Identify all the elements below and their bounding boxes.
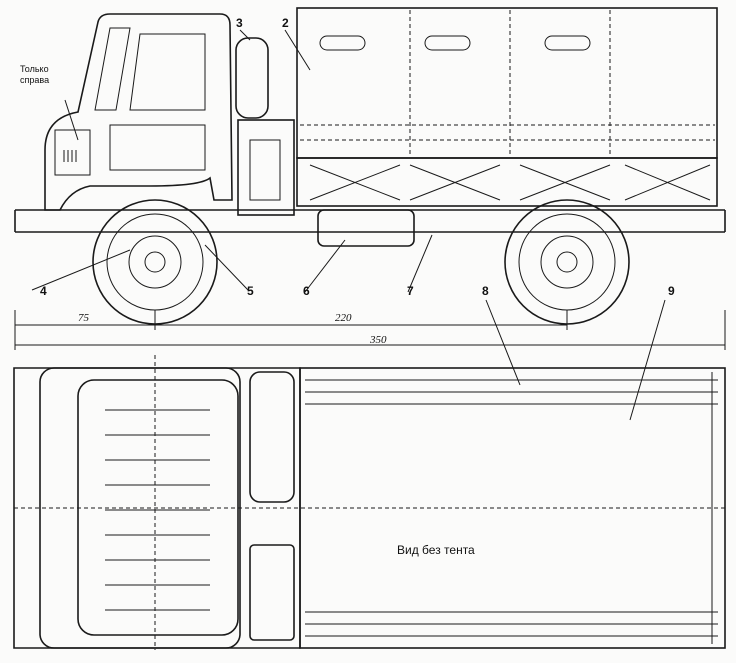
callout-2: 2 (282, 16, 289, 30)
cargo-body (296, 157, 718, 207)
front-wheel (92, 199, 218, 325)
spare-wheel-top (249, 371, 295, 503)
cab (44, 13, 233, 211)
callout-9: 9 (668, 284, 675, 298)
spare-wheel (235, 37, 269, 119)
callout-8: 8 (482, 284, 489, 298)
dim-wheelbase: 220 (335, 312, 352, 324)
fuel-tank (317, 209, 415, 247)
top-view (13, 355, 726, 650)
callout-3: 3 (236, 16, 243, 30)
note-right-only: Только справа (20, 64, 50, 85)
callout-5: 5 (247, 284, 254, 298)
side-view (14, 7, 726, 421)
top-view-caption: Вид без тента (397, 543, 475, 557)
callout-7: 7 (407, 284, 414, 298)
callout-4: 4 (40, 284, 47, 298)
callout-6: 6 (303, 284, 310, 298)
rear-wheel (504, 199, 630, 325)
canopy (296, 7, 718, 159)
dim-overall-length: 350 (370, 334, 387, 346)
fuel-box (237, 119, 295, 216)
dim-front-overhang: 75 (78, 312, 89, 324)
